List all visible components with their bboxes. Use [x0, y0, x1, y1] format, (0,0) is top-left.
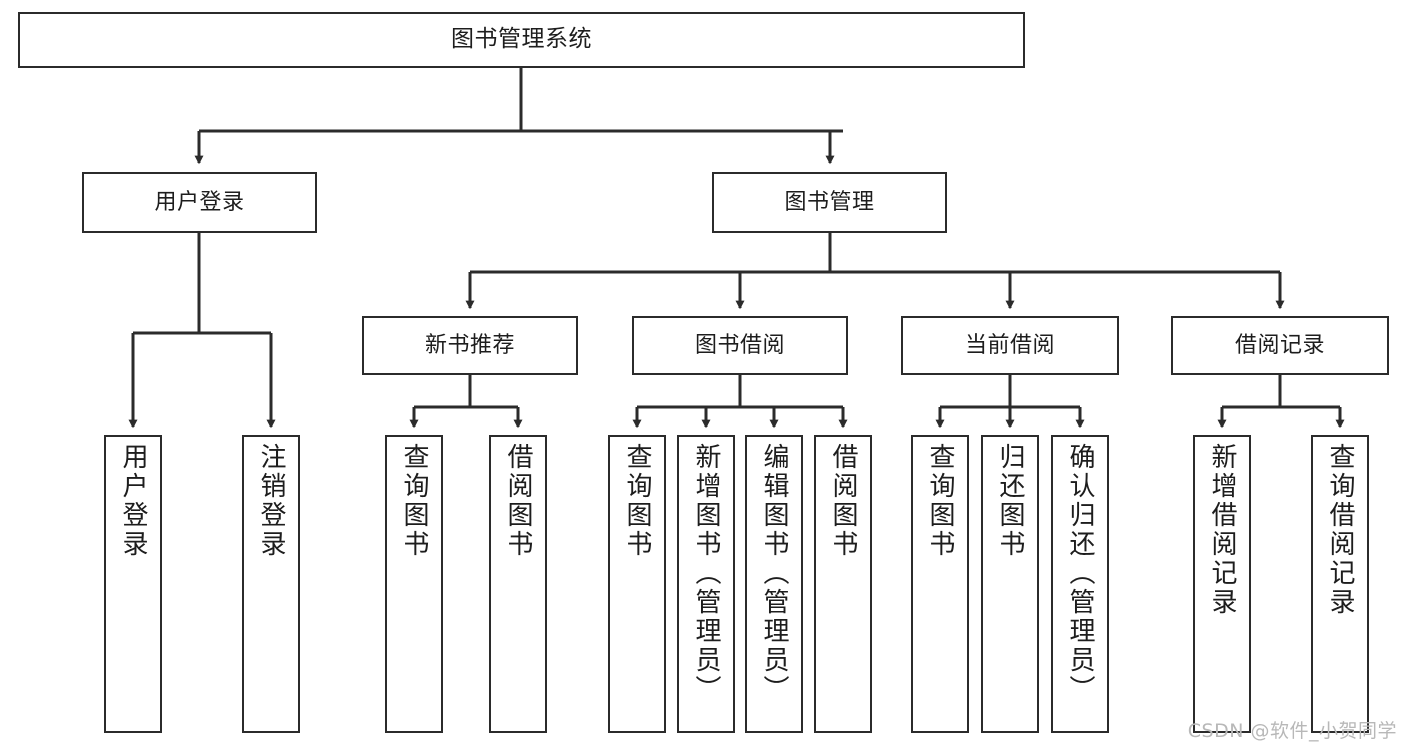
leaf-record-add-borrow-record[interactable]: 新增借阅记录 — [1193, 435, 1251, 733]
leaf-borrow-edit-book-admin[interactable]: 编辑图书（管理员） — [745, 435, 803, 733]
node-current-borrow[interactable]: 当前借阅 — [901, 316, 1119, 375]
leaf-user-logout[interactable]: 注销登录 — [242, 435, 300, 733]
node-label: 新增图书（管理员） — [691, 443, 721, 704]
node-label: 归还图书 — [995, 443, 1025, 559]
node-label: 注销登录 — [256, 443, 286, 559]
node-label: 用户登录 — [118, 443, 148, 559]
leaf-newbook-query-book[interactable]: 查询图书 — [385, 435, 443, 733]
node-borrow-record[interactable]: 借阅记录 — [1171, 316, 1389, 375]
node-label: 借阅记录 — [1234, 332, 1325, 358]
leaf-borrow-borrow-book[interactable]: 借阅图书 — [814, 435, 872, 733]
leaf-newbook-borrow-book[interactable]: 借阅图书 — [489, 435, 547, 733]
csdn-watermark: CSDN @软件_小贺同学 — [1187, 720, 1397, 742]
leaf-current-return-book[interactable]: 归还图书 — [981, 435, 1039, 733]
leaf-user-login[interactable]: 用户登录 — [104, 435, 162, 733]
leaf-current-confirm-return-admin[interactable]: 确认归还（管理员） — [1051, 435, 1109, 733]
node-label: 编辑图书（管理员） — [759, 443, 789, 704]
node-root-system[interactable]: 图书管理系统 — [18, 12, 1025, 68]
node-label: 图书管理 — [784, 189, 875, 215]
node-label: 当前借阅 — [964, 332, 1055, 358]
node-label: 借阅图书 — [503, 443, 533, 559]
node-book-management[interactable]: 图书管理 — [712, 172, 947, 233]
leaf-borrow-query-book[interactable]: 查询图书 — [608, 435, 666, 733]
node-label: 查询图书 — [622, 443, 652, 559]
node-label: 图书借阅 — [694, 332, 785, 358]
node-label: 用户登录 — [154, 189, 245, 215]
node-label: 确认归还（管理员） — [1065, 443, 1095, 704]
node-label: 新书推荐 — [424, 332, 515, 358]
node-label: 查询借阅记录 — [1325, 443, 1355, 617]
node-new-book-recommend[interactable]: 新书推荐 — [362, 316, 578, 375]
leaf-record-query-borrow-record[interactable]: 查询借阅记录 — [1311, 435, 1369, 733]
node-label: 借阅图书 — [828, 443, 858, 559]
leaf-current-query-book[interactable]: 查询图书 — [911, 435, 969, 733]
node-label: 图书管理系统 — [451, 26, 592, 53]
leaf-borrow-add-book-admin[interactable]: 新增图书（管理员） — [677, 435, 735, 733]
node-label: 查询图书 — [399, 443, 429, 559]
node-user-login[interactable]: 用户登录 — [82, 172, 317, 233]
node-label: 查询图书 — [925, 443, 955, 559]
node-book-borrow[interactable]: 图书借阅 — [632, 316, 848, 375]
node-label: 新增借阅记录 — [1207, 443, 1237, 617]
